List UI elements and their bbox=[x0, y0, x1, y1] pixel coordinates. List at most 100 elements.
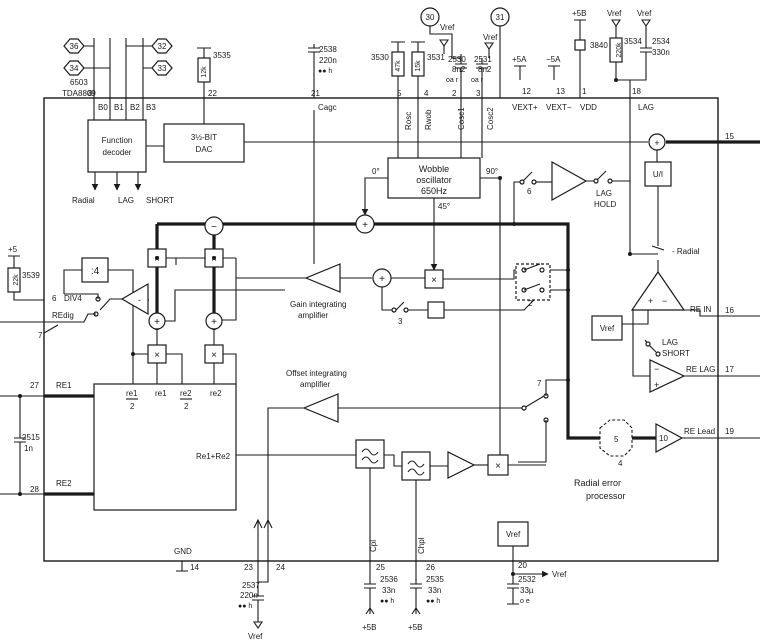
svg-text:2535: 2535 bbox=[426, 575, 444, 584]
ic-code: 6503 bbox=[70, 78, 88, 87]
svg-text:B0: B0 bbox=[98, 103, 108, 112]
svg-text:2538: 2538 bbox=[319, 45, 337, 54]
svg-text:1: 1 bbox=[582, 87, 587, 96]
svg-text:3534: 3534 bbox=[624, 37, 642, 46]
svg-text::4: :4 bbox=[91, 266, 100, 277]
svg-text:RE Lead: RE Lead bbox=[684, 427, 715, 436]
svg-text:HOLD: HOLD bbox=[594, 200, 616, 209]
filter-chpl bbox=[401, 451, 431, 481]
svg-text:Vref: Vref bbox=[600, 324, 615, 333]
hold-box bbox=[427, 301, 445, 319]
offset-integrating-amp bbox=[302, 393, 339, 423]
svg-text:DIV4: DIV4 bbox=[64, 294, 82, 303]
svg-text:−: − bbox=[662, 296, 667, 306]
svg-text:2: 2 bbox=[130, 402, 135, 411]
svg-text:5: 5 bbox=[614, 435, 619, 444]
svg-text:90°: 90° bbox=[486, 167, 498, 176]
svg-text:6: 6 bbox=[527, 187, 532, 196]
svg-text:B1: B1 bbox=[114, 103, 124, 112]
svg-text:33µ: 33µ bbox=[520, 586, 534, 595]
svg-text:+: + bbox=[379, 274, 385, 285]
svg-text:2536: 2536 bbox=[380, 575, 398, 584]
svg-text:12k: 12k bbox=[201, 66, 208, 78]
svg-text:21: 21 bbox=[311, 89, 320, 98]
svg-text:Vref: Vref bbox=[637, 9, 652, 18]
svg-text:10: 10 bbox=[659, 434, 668, 443]
output-lag: LAG bbox=[118, 196, 134, 205]
svg-text:22k: 22k bbox=[13, 274, 20, 286]
svg-text:●● h: ●● h bbox=[426, 598, 440, 605]
filter-amp bbox=[447, 451, 476, 479]
svg-text:B2: B2 bbox=[130, 103, 140, 112]
svg-text:3530: 3530 bbox=[371, 53, 389, 62]
svg-text:Cpl: Cpl bbox=[369, 540, 378, 552]
svg-text:RE LAG: RE LAG bbox=[686, 365, 715, 374]
re-processing-block bbox=[93, 383, 237, 511]
svg-text:VEXT+: VEXT+ bbox=[512, 103, 538, 112]
svg-text:2: 2 bbox=[452, 89, 457, 98]
resistor-3539 bbox=[7, 267, 21, 293]
component-3840 bbox=[574, 39, 586, 51]
svg-text:Vref: Vref bbox=[483, 33, 498, 42]
svg-text:3535: 3535 bbox=[213, 51, 231, 60]
svg-text:+: + bbox=[654, 380, 659, 390]
svg-text:31: 31 bbox=[496, 13, 505, 22]
svg-text:×: × bbox=[211, 350, 217, 361]
svg-text:×: × bbox=[495, 461, 501, 472]
svg-text:RE IN: RE IN bbox=[690, 305, 712, 314]
svg-text:+5A: +5A bbox=[512, 55, 527, 64]
svg-text:18: 18 bbox=[632, 87, 641, 96]
svg-text:+5B: +5B bbox=[572, 9, 586, 18]
svg-text:27: 27 bbox=[30, 381, 39, 390]
lag-hold-buffer bbox=[551, 160, 588, 202]
svg-text:+: + bbox=[154, 317, 160, 328]
svg-text:45°: 45° bbox=[438, 202, 450, 211]
svg-text:2537: 2537 bbox=[242, 581, 260, 590]
svg-text:- Radial: - Radial bbox=[672, 247, 700, 256]
svg-text:26: 26 bbox=[426, 563, 435, 572]
svg-text:oa r: oa r bbox=[446, 77, 459, 84]
svg-text:+5: +5 bbox=[8, 245, 18, 254]
svg-text:RE2: RE2 bbox=[56, 479, 72, 488]
re-dig-comparator bbox=[120, 282, 149, 316]
svg-text:2532: 2532 bbox=[518, 575, 536, 584]
svg-text:28: 28 bbox=[30, 485, 39, 494]
svg-text:220k: 220k bbox=[616, 42, 623, 58]
svg-text:decoder: decoder bbox=[103, 148, 132, 157]
svg-text:2: 2 bbox=[528, 299, 533, 308]
svg-text:16: 16 bbox=[725, 306, 734, 315]
svg-text:47k: 47k bbox=[395, 60, 402, 72]
svg-text:Rosc: Rosc bbox=[404, 112, 413, 130]
svg-text:oscillator: oscillator bbox=[416, 175, 452, 185]
svg-text:●● h: ●● h bbox=[238, 603, 252, 610]
svg-text:33n: 33n bbox=[428, 586, 441, 595]
svg-text:2530: 2530 bbox=[448, 55, 466, 64]
offpage-connector-32: 32 bbox=[151, 38, 173, 54]
svg-text:U/I: U/I bbox=[653, 170, 663, 179]
svg-text:1n: 1n bbox=[24, 444, 33, 453]
svg-text:24: 24 bbox=[276, 563, 285, 572]
dac-block bbox=[163, 123, 245, 163]
svg-text:3: 3 bbox=[476, 89, 481, 98]
svg-text:14: 14 bbox=[190, 563, 199, 572]
offpage-connector-34: 34 bbox=[63, 60, 85, 76]
svg-text:5: 5 bbox=[397, 89, 402, 98]
svg-text:o e: o e bbox=[520, 598, 530, 605]
svg-text:LAG: LAG bbox=[662, 338, 678, 347]
svg-text:+: + bbox=[648, 296, 653, 306]
resistor-3530 bbox=[391, 51, 405, 77]
svg-text:8n2: 8n2 bbox=[452, 65, 466, 74]
svg-text:36: 36 bbox=[70, 42, 79, 51]
switch-2-block bbox=[515, 263, 551, 301]
svg-text:2: 2 bbox=[184, 402, 189, 411]
svg-text:Vref: Vref bbox=[552, 570, 567, 579]
svg-text:32: 32 bbox=[158, 42, 167, 51]
svg-text:-: - bbox=[138, 295, 141, 305]
svg-text:3840: 3840 bbox=[590, 41, 608, 50]
svg-text:7: 7 bbox=[38, 331, 43, 340]
svg-text:12: 12 bbox=[522, 87, 531, 96]
svg-text:2534: 2534 bbox=[652, 37, 670, 46]
svg-text:GND: GND bbox=[174, 547, 192, 556]
svg-text:220n: 220n bbox=[240, 591, 258, 600]
